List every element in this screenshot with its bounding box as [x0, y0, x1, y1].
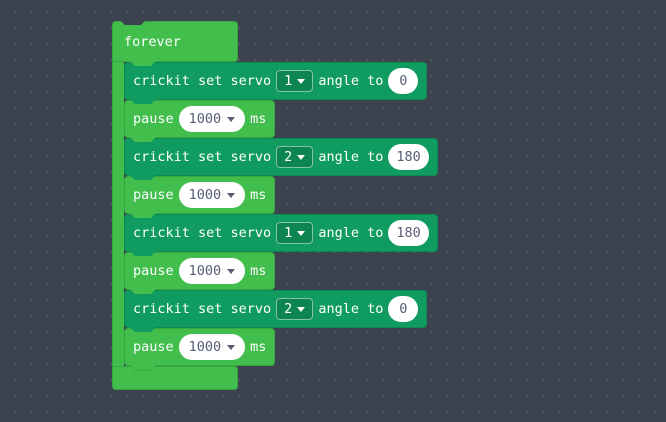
servo-dropdown-value: 1 [284, 225, 293, 241]
block-text: pause [133, 111, 174, 127]
block-text: ms [250, 339, 267, 355]
duration-dropdown[interactable]: 1000 [178, 106, 246, 132]
block-text: pause [133, 187, 174, 203]
servo-dropdown-value: 2 [284, 301, 293, 317]
pause-block[interactable]: pause 1000 ms [124, 328, 276, 366]
servo-dropdown-value: 2 [284, 149, 293, 165]
duration-value: 1000 [188, 263, 222, 279]
block-text: ms [250, 111, 267, 127]
angle-input[interactable]: 180 [388, 220, 429, 246]
angle-value: 0 [399, 301, 408, 317]
duration-dropdown[interactable]: 1000 [178, 258, 246, 284]
block-text: angle to [318, 301, 384, 317]
forever-block[interactable]: forever [112, 21, 238, 62]
crickit-set-servo-block[interactable]: crickit set servo 1 angle to 180 [124, 214, 438, 252]
pause-block[interactable]: pause 1000 ms [124, 100, 276, 138]
duration-value: 1000 [188, 339, 222, 355]
crickit-set-servo-block[interactable]: crickit set servo 2 angle to 0 [124, 290, 428, 328]
block-text: pause [133, 263, 174, 279]
block-text: crickit set servo [133, 73, 272, 89]
forever-label: forever [124, 33, 181, 50]
angle-input[interactable]: 0 [388, 296, 419, 322]
block-text: crickit set servo [133, 225, 272, 241]
block-text: angle to [318, 73, 384, 89]
chevron-down-icon [227, 268, 236, 274]
servo-dropdown[interactable]: 1 [276, 222, 314, 244]
block-text: crickit set servo [133, 149, 272, 165]
chevron-down-icon [297, 154, 306, 160]
angle-input[interactable]: 180 [388, 144, 429, 170]
block-text: pause [133, 339, 174, 355]
pause-block[interactable]: pause 1000 ms [124, 176, 276, 214]
servo-dropdown-value: 1 [284, 73, 293, 89]
chevron-down-icon [227, 344, 236, 350]
pause-block[interactable]: pause 1000 ms [124, 252, 276, 290]
duration-value: 1000 [188, 187, 222, 203]
servo-dropdown[interactable]: 2 [276, 146, 314, 168]
chevron-down-icon [227, 116, 236, 122]
chevron-down-icon [297, 306, 306, 312]
forever-block-left-wall [112, 62, 124, 366]
angle-value: 180 [396, 225, 421, 241]
chevron-down-icon [297, 230, 306, 236]
angle-value: 180 [396, 149, 421, 165]
block-text: ms [250, 187, 267, 203]
duration-dropdown[interactable]: 1000 [178, 182, 246, 208]
angle-input[interactable]: 0 [388, 68, 419, 94]
block-text: crickit set servo [133, 301, 272, 317]
servo-dropdown[interactable]: 2 [276, 298, 314, 320]
duration-dropdown[interactable]: 1000 [178, 334, 246, 360]
block-text: angle to [318, 225, 384, 241]
angle-value: 0 [399, 73, 408, 89]
forever-block-bottom-arm [112, 366, 238, 390]
duration-value: 1000 [188, 111, 222, 127]
chevron-down-icon [227, 192, 236, 198]
crickit-set-servo-block[interactable]: crickit set servo 1 angle to 0 [124, 62, 428, 100]
block-text: angle to [318, 149, 384, 165]
crickit-set-servo-block[interactable]: crickit set servo 2 angle to 180 [124, 138, 438, 176]
chevron-down-icon [297, 78, 306, 84]
block-text: ms [250, 263, 267, 279]
servo-dropdown[interactable]: 1 [276, 70, 314, 92]
